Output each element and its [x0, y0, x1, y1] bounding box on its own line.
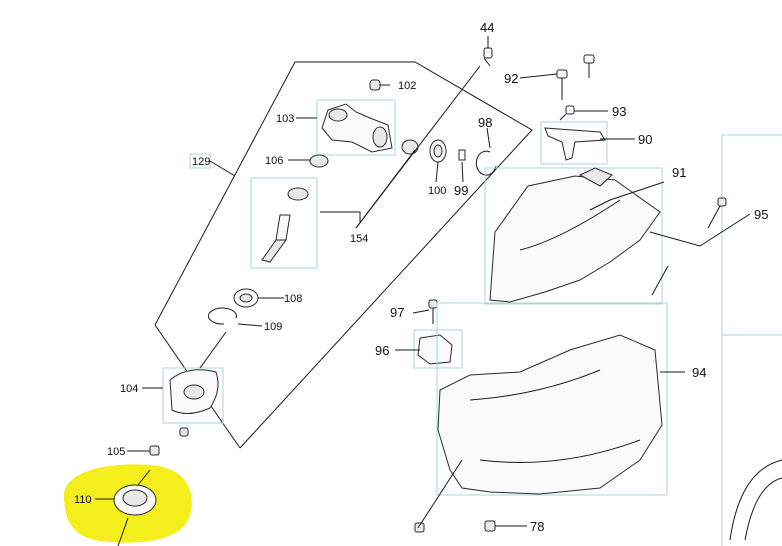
part-95-bolt — [707, 197, 727, 229]
part-97-screw — [428, 299, 438, 324]
label-108: 108 — [284, 293, 302, 305]
label-91: 91 — [672, 165, 686, 180]
label-102: 102 — [398, 80, 416, 92]
part-44-bolt — [483, 36, 493, 67]
assembly-frame — [154, 61, 533, 449]
part-93-screw — [559, 105, 575, 121]
part-96-clip — [413, 329, 463, 369]
label-94: 94 — [692, 365, 706, 380]
label-103: 103 — [276, 113, 294, 125]
part-110-cap — [113, 484, 157, 546]
label-95: 95 — [754, 207, 768, 222]
label-96: 96 — [375, 343, 389, 358]
label-129: 129 — [192, 156, 210, 168]
part-103-gearhousing — [316, 99, 396, 156]
label-100: 100 — [428, 185, 446, 197]
part-105-nut — [149, 445, 160, 456]
part-98-circlip — [475, 150, 497, 176]
part-shaft — [261, 187, 309, 263]
part-78-nut — [484, 520, 496, 532]
label-98: 98 — [478, 115, 492, 130]
label-109: 109 — [264, 321, 282, 333]
label-93: 93 — [612, 104, 626, 119]
part-91-upper-guard — [484, 167, 663, 305]
part-90-bracket — [544, 127, 606, 161]
label-90: 90 — [638, 132, 652, 147]
part-109-circlip — [207, 307, 237, 325]
part-108-bearing — [233, 288, 259, 308]
label-99: 99 — [454, 183, 468, 198]
part-106-washer — [309, 154, 329, 168]
part-99-ring — [458, 149, 466, 161]
label-92: 92 — [504, 71, 518, 86]
part-102-screw — [369, 79, 381, 91]
label-110: 110 — [74, 494, 92, 506]
part-104-flange — [162, 367, 224, 424]
label-154: 154 — [350, 233, 368, 245]
label-106: 106 — [265, 155, 283, 167]
label-105: 105 — [107, 446, 125, 458]
part-154-gear — [401, 139, 419, 155]
label-78: 78 — [530, 519, 544, 534]
label-44: 44 — [480, 20, 494, 35]
label-104: 104 — [120, 383, 138, 395]
part-94-lower-guard — [436, 302, 668, 496]
label-97: 97 — [390, 305, 404, 320]
part-100-bearing — [429, 139, 447, 163]
part-92-screw — [556, 54, 595, 100]
